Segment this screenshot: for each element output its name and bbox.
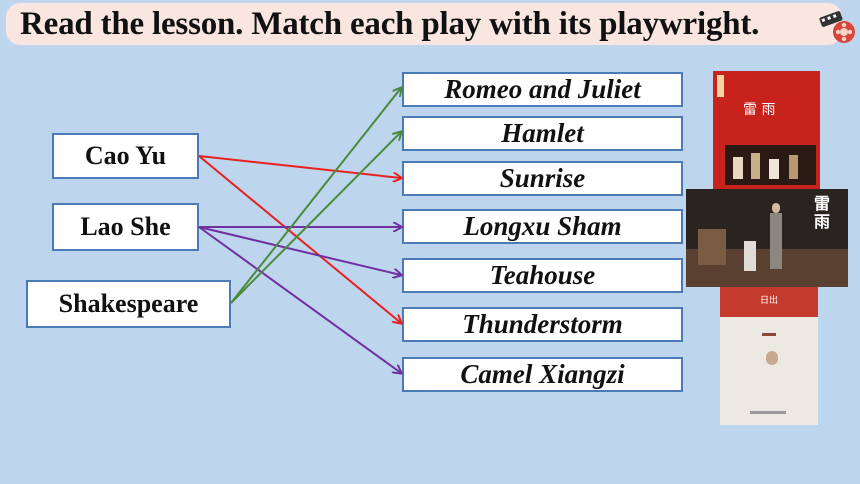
page-title: Read the lesson. Match each play with it… [20, 6, 760, 42]
author-shakespeare[interactable]: Shakespeare [26, 280, 231, 328]
play-label: Longxu Sham [463, 211, 622, 241]
play-sunrise[interactable]: Sunrise [402, 161, 683, 196]
arrow-shakespeare-romeo [230, 88, 401, 304]
play-label: Sunrise [499, 163, 586, 193]
play-romeo-and-juliet[interactable]: Romeo and Juliet [402, 72, 683, 107]
play-label: Hamlet [501, 118, 584, 148]
title-banner: Read the lesson. Match each play with it… [6, 3, 842, 45]
book-title: 雷 雨 [743, 102, 776, 118]
author-lao-she[interactable]: Lao She [52, 203, 199, 251]
film-reel-icon [819, 11, 855, 43]
sunrise-book-cover: 日出 [720, 287, 818, 425]
arrow-laoshe-teahouse [198, 226, 401, 275]
arrow-caoyu-thunderstorm [198, 155, 401, 323]
play-longxu-sham[interactable]: Longxu Sham [402, 209, 683, 244]
arrow-shakespeare-hamlet [230, 132, 401, 304]
play-label: Camel Xiangzi [460, 359, 625, 389]
arrow-laoshe-camel [198, 226, 401, 373]
stage-title: 雷雨 [814, 194, 831, 231]
author-label: Shakespeare [58, 289, 199, 318]
play-label: Thunderstorm [462, 309, 623, 339]
author-cao-yu[interactable]: Cao Yu [52, 133, 199, 179]
author-label: Cao Yu [84, 141, 167, 170]
play-hamlet[interactable]: Hamlet [402, 116, 683, 151]
play-camel-xiangzi[interactable]: Camel Xiangzi [402, 357, 683, 392]
arrow-caoyu-sunrise [198, 155, 401, 178]
stage-photo: 雷雨 [686, 189, 848, 287]
play-label: Teahouse [489, 260, 596, 290]
play-label: Romeo and Juliet [444, 74, 641, 104]
book-spine-title: 日出 [760, 296, 779, 306]
play-teahouse[interactable]: Teahouse [402, 258, 683, 293]
play-thunderstorm[interactable]: Thunderstorm [402, 307, 683, 342]
thunderstorm-book-cover: 雷 雨 [713, 71, 820, 189]
author-label: Lao She [80, 212, 171, 241]
